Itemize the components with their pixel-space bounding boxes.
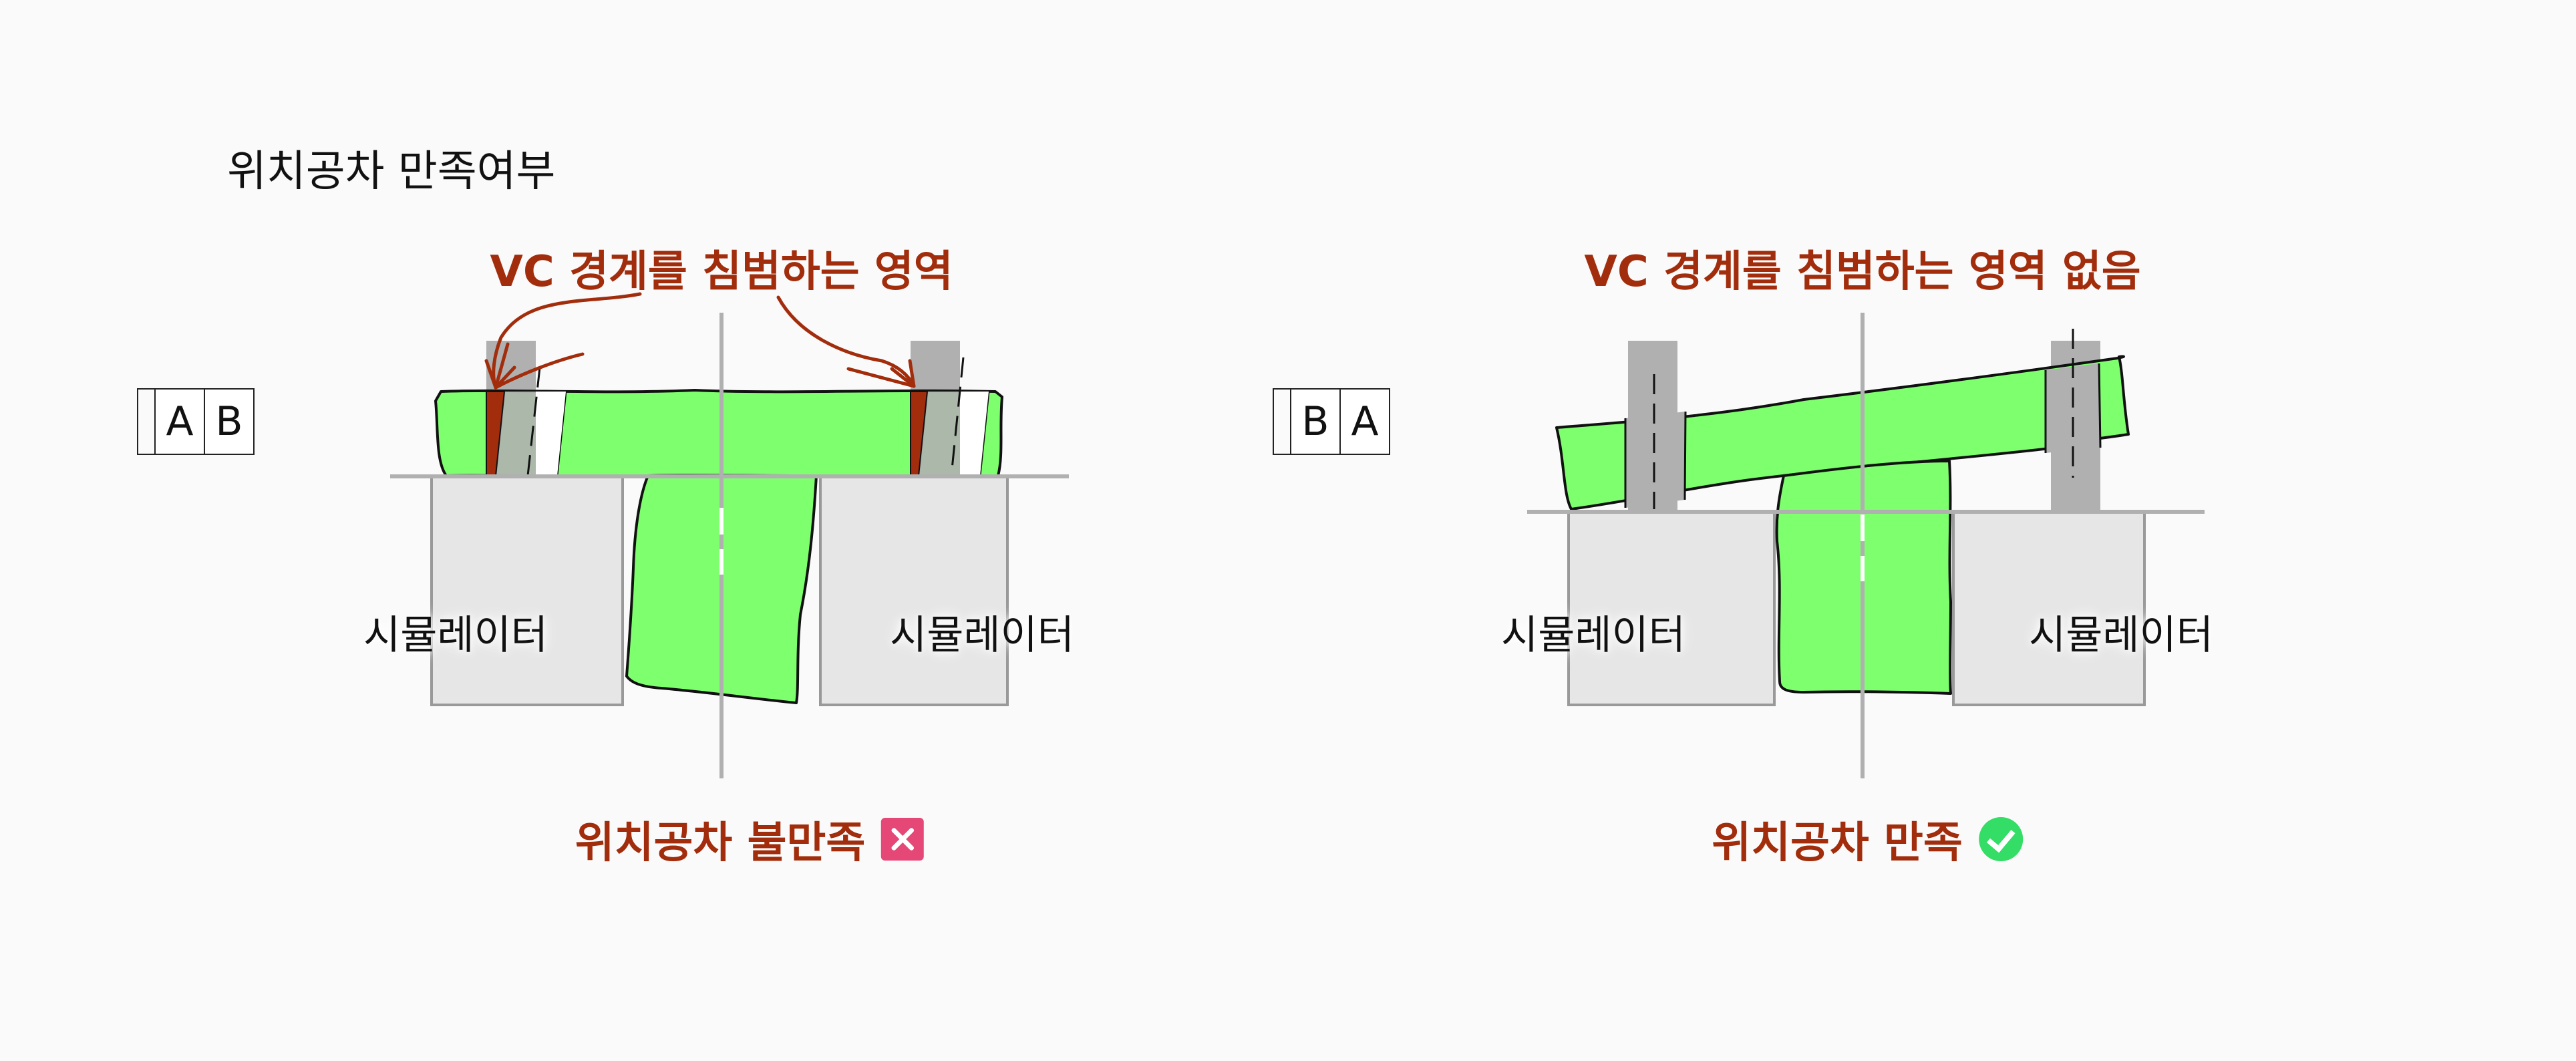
left-result-label: 위치공차 불만족 bbox=[575, 818, 866, 868]
left-simulator-block-a bbox=[430, 475, 624, 706]
frame-notch bbox=[138, 390, 156, 454]
right-feature-control-frame: B A bbox=[1273, 388, 1390, 455]
left-diagram bbox=[390, 292, 1069, 778]
datum-cell-primary: B bbox=[1301, 398, 1329, 445]
right-callout-label: VC 경계를 침범하는 영역 없음 bbox=[1584, 247, 2141, 297]
left-result: 위치공차 불만족 bbox=[575, 808, 925, 870]
left-callout-arrows bbox=[484, 292, 916, 390]
datum-cell-secondary: A bbox=[1339, 390, 1389, 454]
right-result-label: 위치공차 만족 bbox=[1712, 818, 1963, 868]
left-simulator-label-a: 시뮬레이터 bbox=[363, 612, 548, 659]
left-feature-control-frame: A B bbox=[137, 388, 255, 455]
left-simulator-block-b bbox=[819, 475, 1009, 706]
datum-cell-primary: A bbox=[166, 398, 194, 445]
left-simulator-label-b: 시뮬레이터 bbox=[890, 612, 1074, 659]
left-callout-label: VC 경계를 침범하는 영역 bbox=[490, 247, 953, 297]
right-diagram bbox=[1527, 313, 2205, 778]
right-simulator-label-a: 시뮬레이터 bbox=[1501, 612, 1685, 659]
check-icon bbox=[1978, 817, 2023, 861]
frame-notch bbox=[1274, 390, 1291, 454]
datum-cell-secondary: B bbox=[204, 390, 253, 454]
right-simulator-label-b: 시뮬레이터 bbox=[2029, 612, 2213, 659]
right-simulator-block-b bbox=[1952, 510, 2146, 706]
page-title: 위치공차 만족여부 bbox=[227, 147, 556, 196]
right-result: 위치공차 만족 bbox=[1712, 808, 2023, 870]
x-mark-icon bbox=[881, 818, 925, 861]
